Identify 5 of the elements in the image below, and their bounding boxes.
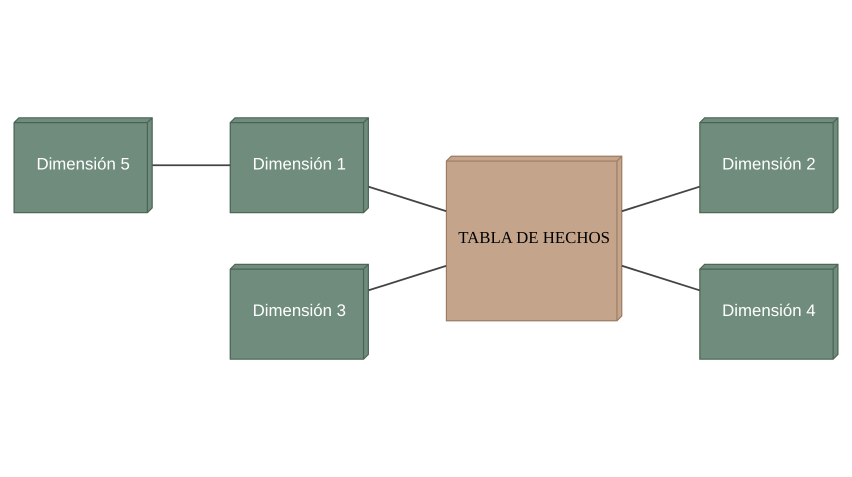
connector — [152, 164, 230, 166]
connector — [368, 186, 446, 212]
connector — [622, 264, 700, 292]
connector — [622, 186, 700, 212]
connector — [368, 265, 446, 292]
